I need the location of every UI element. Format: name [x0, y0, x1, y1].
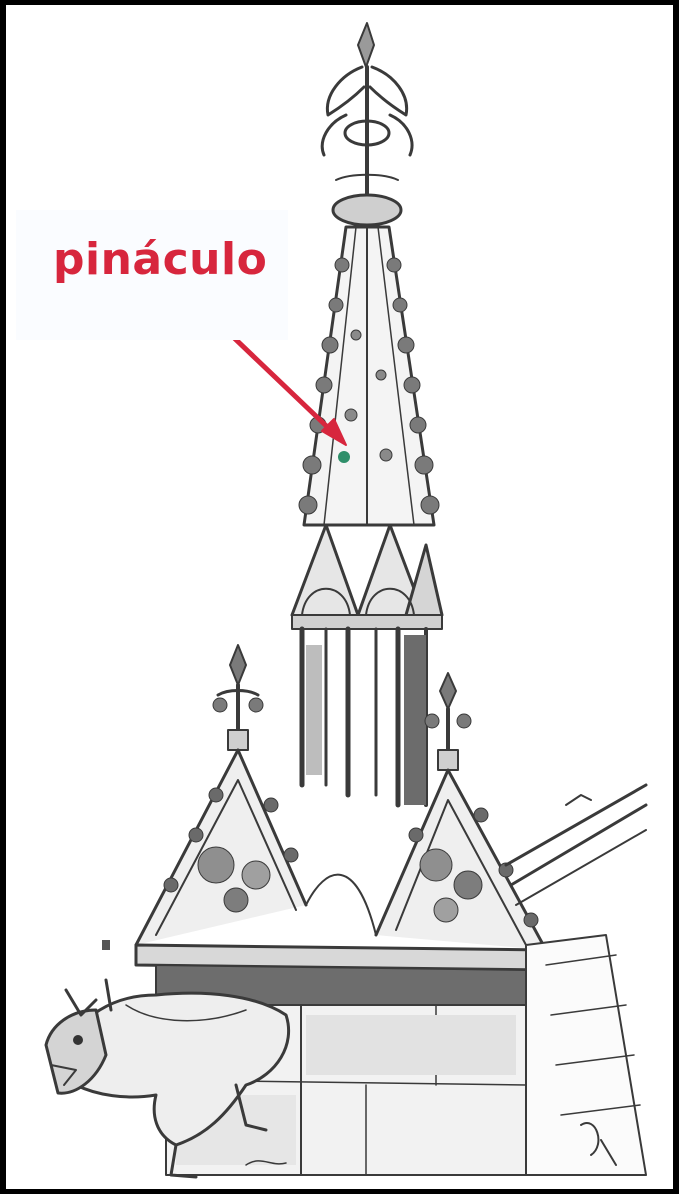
arcade: [292, 525, 442, 805]
base-gables: [136, 750, 546, 950]
pinnacle-label: pináculo: [53, 238, 267, 282]
spire: [299, 227, 439, 525]
finial: [322, 23, 412, 225]
drawing-canvas: pináculo: [6, 5, 673, 1189]
pinnacle-illustration: [6, 5, 673, 1189]
side-pinnacle-left: [213, 645, 263, 750]
side-pinnacle-right: [425, 673, 471, 770]
